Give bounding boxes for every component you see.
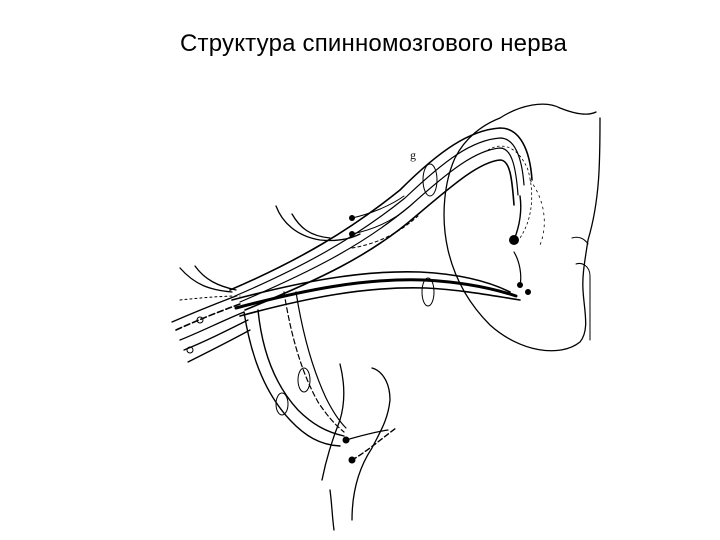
ventral-root: [232, 252, 531, 316]
dorsal-ramus: [276, 206, 360, 241]
sympathetic-trunk: [322, 364, 396, 530]
spinal-nerve-trunk: [172, 266, 250, 362]
rami-communicantes: [244, 292, 346, 446]
